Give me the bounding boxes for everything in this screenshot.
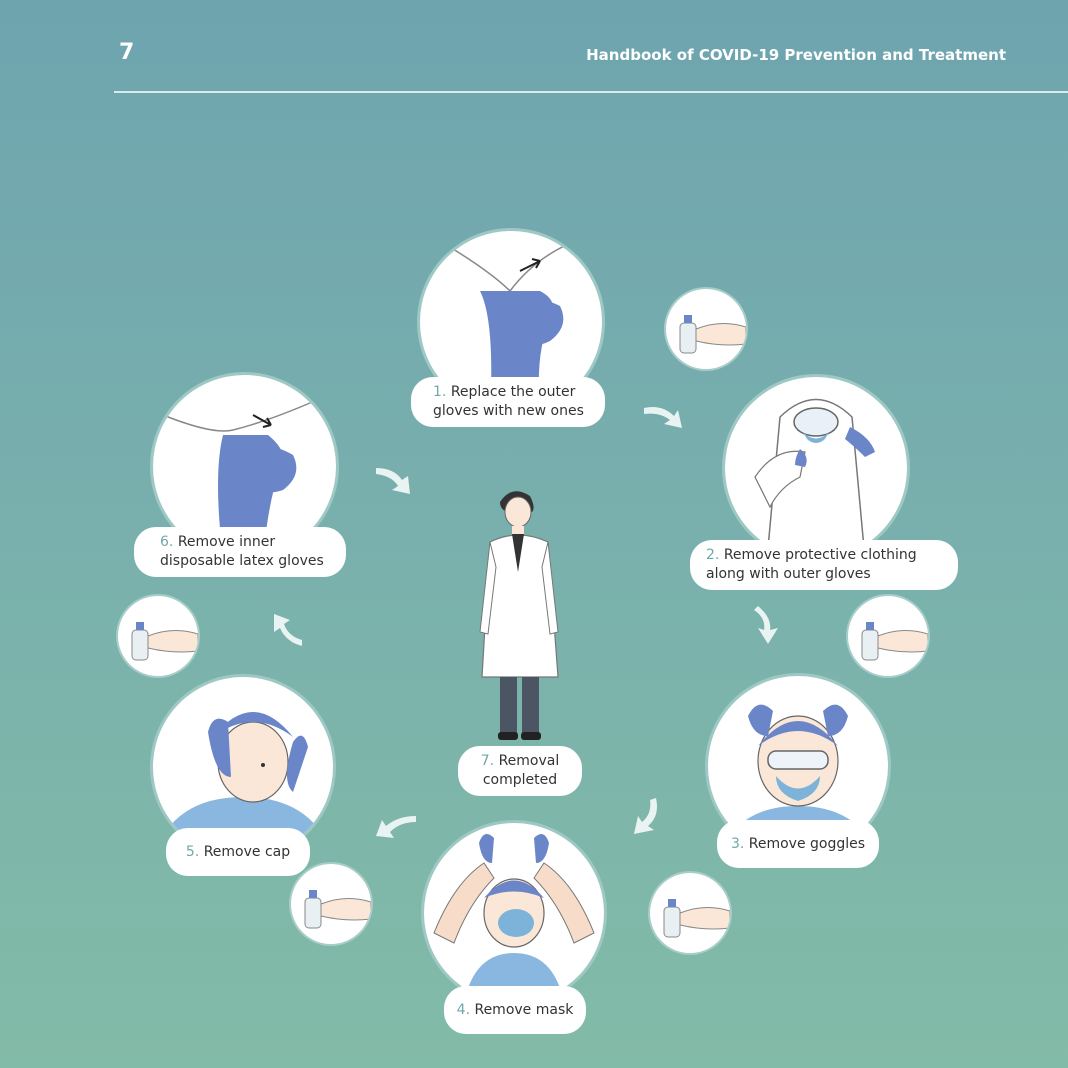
curved-arrow-icon xyxy=(376,468,410,494)
step-3-label: 3. Remove goggles xyxy=(717,820,879,868)
curved-arrow-icon xyxy=(644,407,682,428)
header-title: Handbook of COVID-19 Prevention and Trea… xyxy=(586,46,1006,64)
page-number: 7 xyxy=(119,40,135,65)
curved-arrow-icon xyxy=(634,798,657,834)
step-2-illustration xyxy=(725,377,907,559)
header-rule xyxy=(114,91,1068,93)
step-5-label: 5. Remove cap xyxy=(166,828,310,876)
doctor-illustration xyxy=(479,491,559,740)
step-6-label: 6. Remove inner disposable latex gloves xyxy=(134,527,346,577)
hand-sanitizer-icon xyxy=(118,596,198,676)
hand-sanitizer-icon xyxy=(666,289,746,369)
hand-sanitizer-icon xyxy=(848,596,928,676)
hand-sanitizer-icon xyxy=(291,864,371,944)
step-1-label: 1. Replace the outer gloves with new one… xyxy=(411,377,605,427)
step-7-label: 7. Removal completed xyxy=(458,746,582,796)
step-4-illustration xyxy=(424,823,604,1003)
step-4-label: 4. Remove mask xyxy=(444,986,586,1034)
hand-sanitizer-icon xyxy=(650,873,730,953)
curved-arrow-icon xyxy=(376,816,416,838)
step-2-label: 2. Remove protective clothing along with… xyxy=(690,540,958,590)
curved-arrow-icon xyxy=(754,606,778,644)
curved-arrow-icon xyxy=(274,614,302,646)
